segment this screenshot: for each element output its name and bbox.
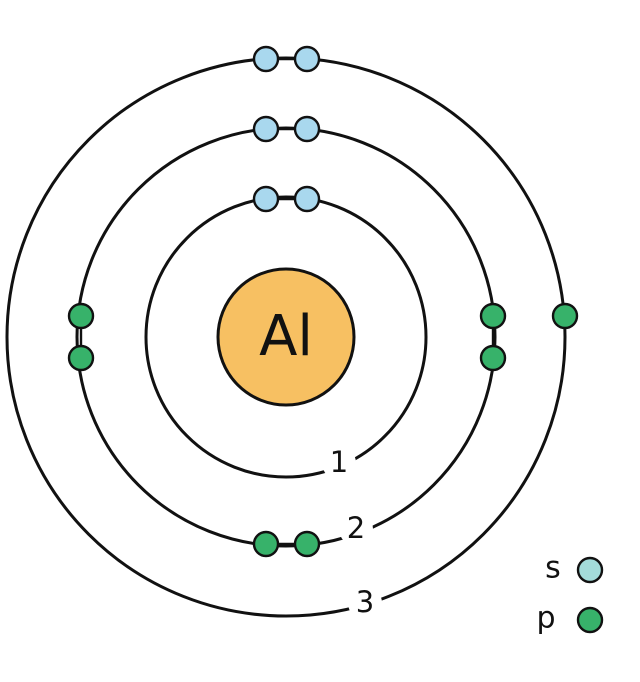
shell-1-label: 1 [330, 445, 348, 479]
electron-shell-2-p-2 [67, 344, 95, 372]
shell-2-label: 2 [347, 511, 365, 545]
electron-shell-2-p-4 [479, 344, 507, 372]
shell-1-orbit [144, 195, 428, 479]
shell-3-label-gap [348, 586, 382, 620]
nucleus [216, 267, 356, 407]
legend-s-swatch [576, 556, 604, 584]
electron-shell-2-p-5 [252, 530, 280, 558]
shell-3-label: 3 [356, 585, 374, 619]
legend-p-label: p [536, 601, 555, 636]
electron-shell-2-p-6 [293, 530, 321, 558]
electron-shell-3-s-2 [293, 45, 321, 73]
legend-s-label: s [545, 551, 561, 586]
shell-2-label-gap [339, 512, 373, 546]
electron-shell-2-p-3 [479, 302, 507, 330]
electron-shell-1-s-1 [252, 185, 280, 213]
legend-p-swatch [576, 606, 604, 634]
shell-1-label-gap [322, 446, 356, 480]
electron-shell-1-s-2 [293, 185, 321, 213]
electron-shell-2-s-2 [293, 115, 321, 143]
electron-shell-2-p-1 [67, 302, 95, 330]
electron-shell-3-s-1 [252, 45, 280, 73]
electron-shell-2-s-1 [252, 115, 280, 143]
element-symbol: Al [259, 304, 313, 369]
legend: s p [536, 551, 604, 636]
electron-shell-3-p-1 [551, 302, 579, 330]
